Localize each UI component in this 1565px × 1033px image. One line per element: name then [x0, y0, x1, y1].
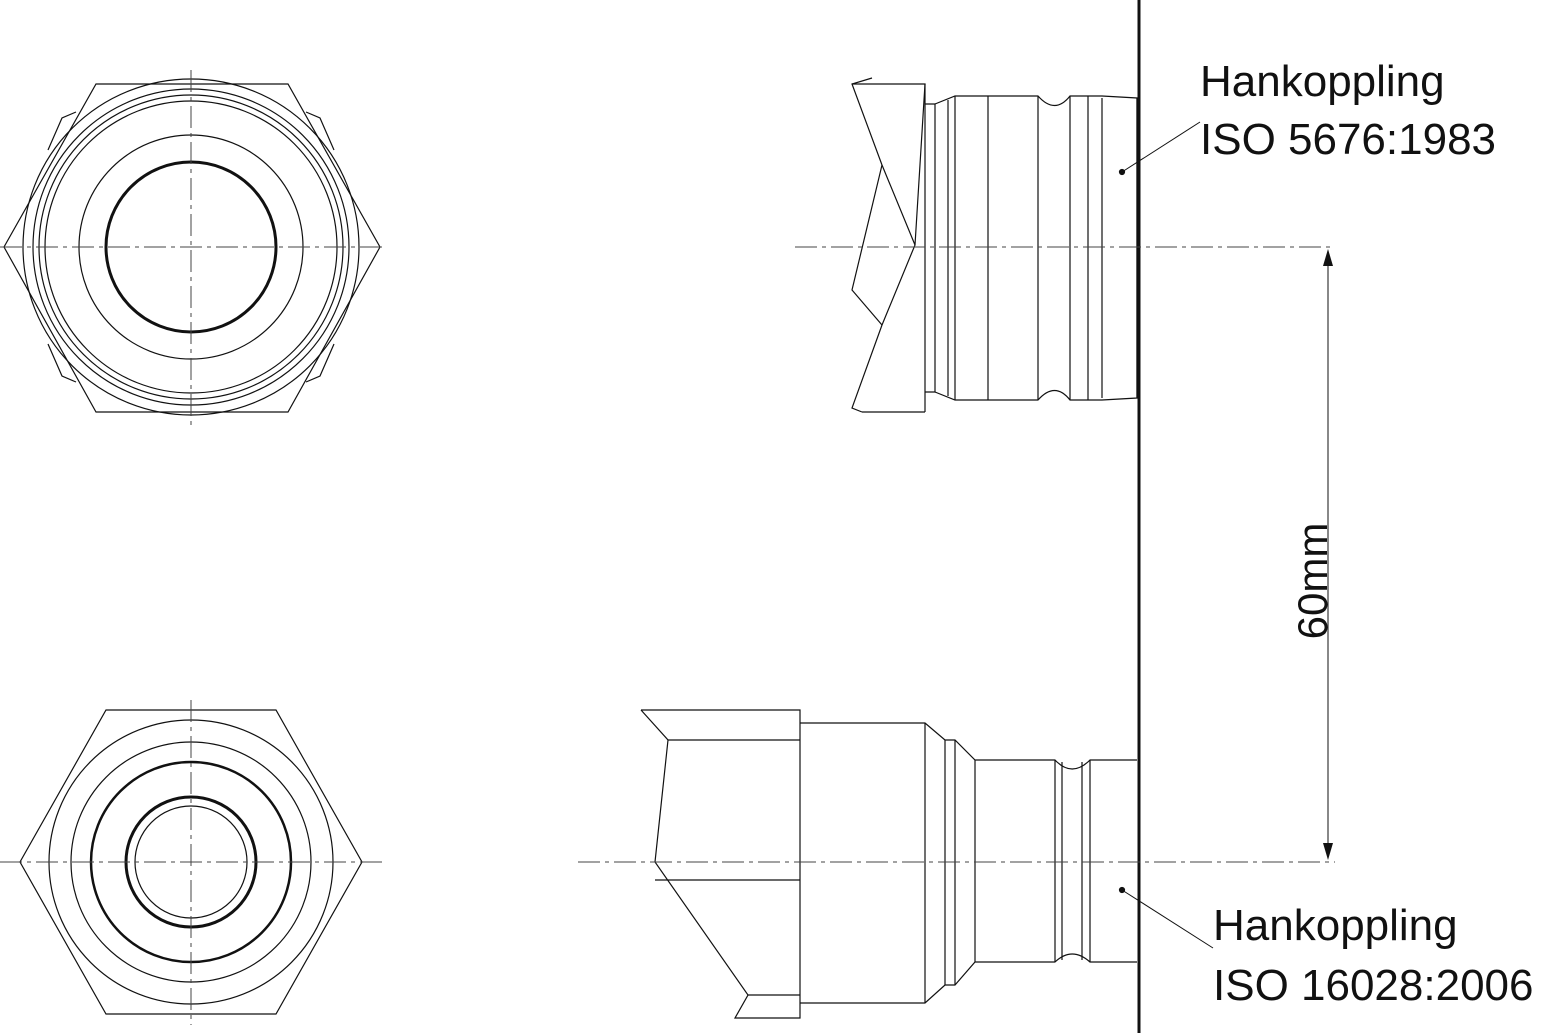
top-body [934, 95, 1138, 401]
top-side-view [795, 77, 1335, 413]
bottom-front-centerlines [0, 700, 384, 1025]
bottom-front-view [0, 700, 384, 1025]
label-bottom-line1: Hankoppling [1213, 901, 1458, 950]
top-front-view [0, 70, 384, 425]
top-lug-right [305, 111, 335, 383]
top-lug-left [47, 111, 77, 383]
label-top-line1: Hankoppling [1200, 57, 1445, 106]
top-hex-nut [3, 83, 381, 413]
bottom-leader-line [1121, 889, 1214, 949]
top-break-inner [851, 164, 883, 326]
dimension-60mm [1323, 249, 1333, 860]
label-bottom-line2: ISO 16028:2006 [1213, 961, 1534, 1010]
top-break-line [851, 77, 916, 413]
bottom-body [800, 722, 1137, 1004]
top-leader-line [1121, 121, 1201, 173]
dimension-label: 60mm [1289, 522, 1336, 640]
bottom-break-line [640, 709, 801, 1019]
bottom-side-view [578, 709, 1335, 1019]
label-top-line2: ISO 5676:1983 [1200, 115, 1497, 164]
top-front-centerlines [0, 70, 384, 425]
